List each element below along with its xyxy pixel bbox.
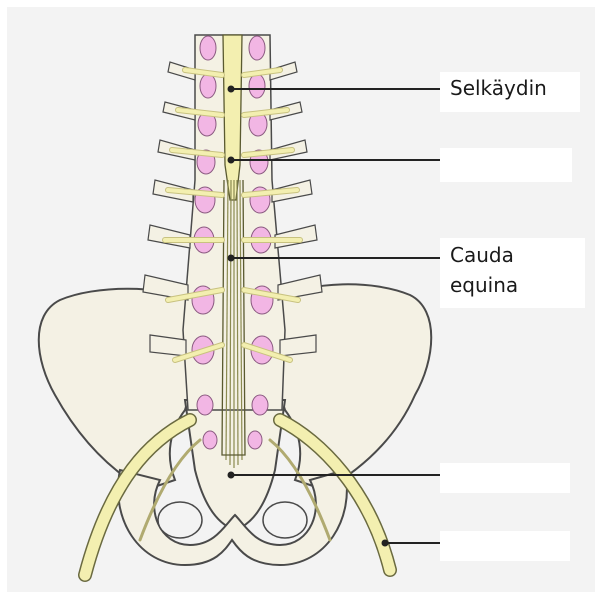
blank-label-box-3[interactable] (440, 531, 570, 561)
left-obturator-foramen (158, 502, 202, 538)
left-iliac-bone (39, 289, 200, 490)
spinal-cord-label: Selkäydin (450, 73, 547, 103)
right-iliac-bone (270, 284, 431, 490)
right-obturator-foramen (263, 502, 307, 538)
cauda-equina-label: Cauda equina (450, 240, 518, 300)
blank-label-box-1[interactable] (440, 148, 572, 182)
spinal-cord (223, 35, 242, 200)
blank-label-box-2[interactable] (440, 463, 570, 493)
